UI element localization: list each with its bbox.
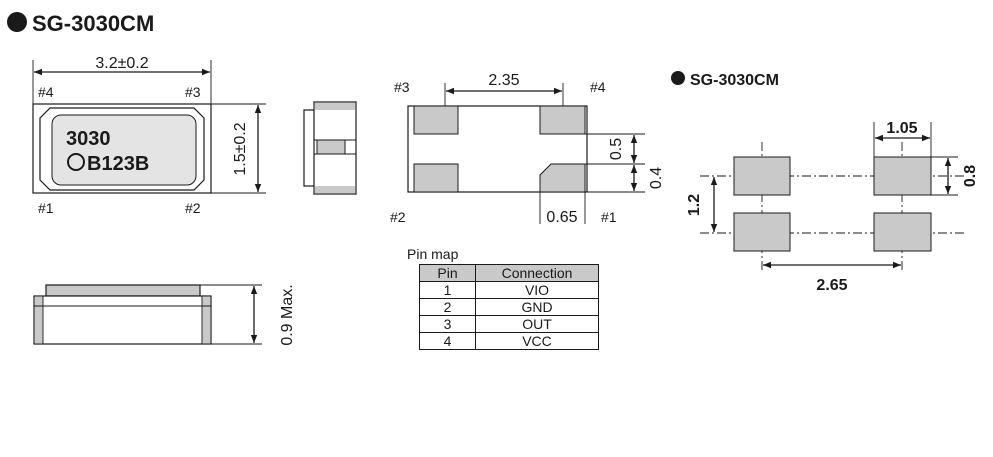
land-pattern-title: SG-3030CM [690,72,779,89]
pad-height-label: 0.5 [608,138,625,160]
top-pin-label: #1 [38,200,54,216]
pad-width-label: 0.65 [546,209,577,226]
table-row: 4 VCC [419,332,599,350]
pin-map-header: Connection [475,264,599,282]
main-title: SG-3030CM [7,11,154,36]
profile-height-label: 0.9 Max. [279,284,296,345]
top-pin-label: #4 [38,84,54,100]
pad-spacing-label: 2.35 [488,72,519,89]
column-pitch-label: 2.65 [816,277,847,294]
pin-map-header: Pin [419,264,476,282]
land-pad-height-label: 0.8 [962,165,979,187]
row-pitch-label: 1.2 [686,194,703,216]
width-dimension-label: 3.2±0.2 [95,55,148,72]
profile-body [33,295,212,345]
top-view: 3.2±0.2 #4 #3 #1 #2 3030 B123B 1.5±0.2 [32,55,266,216]
pin-map-title: Pin map [407,246,459,262]
pin-connection: OUT [475,315,599,333]
pin1-dot-icon [67,153,85,171]
land-pad [873,156,932,196]
bottom-pin-label: #3 [394,79,410,95]
pin-map-table: Pin Connection 1 VIO 2 GND 3 OUT 4 VCC [419,264,599,350]
land-pad [873,212,932,252]
table-row: 3 OUT [419,315,599,333]
land-pattern: SG-3030CM 1.05 0.8 1.2 2.65 [671,71,979,294]
marking-line-1: 3030 [66,128,111,150]
height-dimension-label: 1.5±0.2 [232,122,249,175]
main-title-text: SG-3030CM [32,11,154,36]
bottom-pad-1 [539,163,586,193]
pin-number: 4 [419,332,476,350]
side-terminal [316,139,346,155]
land-pad-width-label: 1.05 [886,120,917,137]
top-pin-label: #3 [185,84,201,100]
top-pin-label: #2 [185,200,201,216]
lid-marking-area [51,114,197,186]
table-row: 1 VIO [419,281,599,299]
pin-connection: VCC [475,332,599,350]
bottom-pad-4 [539,105,586,135]
profile-terminal-right [202,297,210,343]
bullet-icon [7,12,27,32]
profile-lid [45,284,201,297]
pin-connection: VIO [475,281,599,299]
side-lid [315,103,355,110]
land-pad [733,212,791,252]
pin-map-header-row: Pin Connection [419,264,599,282]
bullet-icon [671,71,685,85]
pin-number: 3 [419,315,476,333]
table-row: 2 GND [419,298,599,316]
bottom-pin-label: #2 [390,209,406,225]
side-view [303,101,357,195]
pin-number: 1 [419,281,476,299]
bottom-pad-2 [413,163,459,193]
bottom-pad-3 [413,105,459,135]
land-pad [733,156,791,196]
profile-view: 0.9 Max. [33,284,296,346]
marking-line-2: B123B [87,153,149,175]
bottom-pin-label: #1 [601,209,617,225]
profile-terminal-left [35,297,43,343]
pin-number: 2 [419,298,476,316]
side-bottom [315,186,355,193]
bottom-view: 2.35 #3 #4 #2 #1 0.5 0.4 0.65 [390,72,665,226]
pin-connection: GND [475,298,599,316]
bottom-pin-label: #4 [590,79,606,95]
pad-gap-label: 0.4 [648,167,665,189]
